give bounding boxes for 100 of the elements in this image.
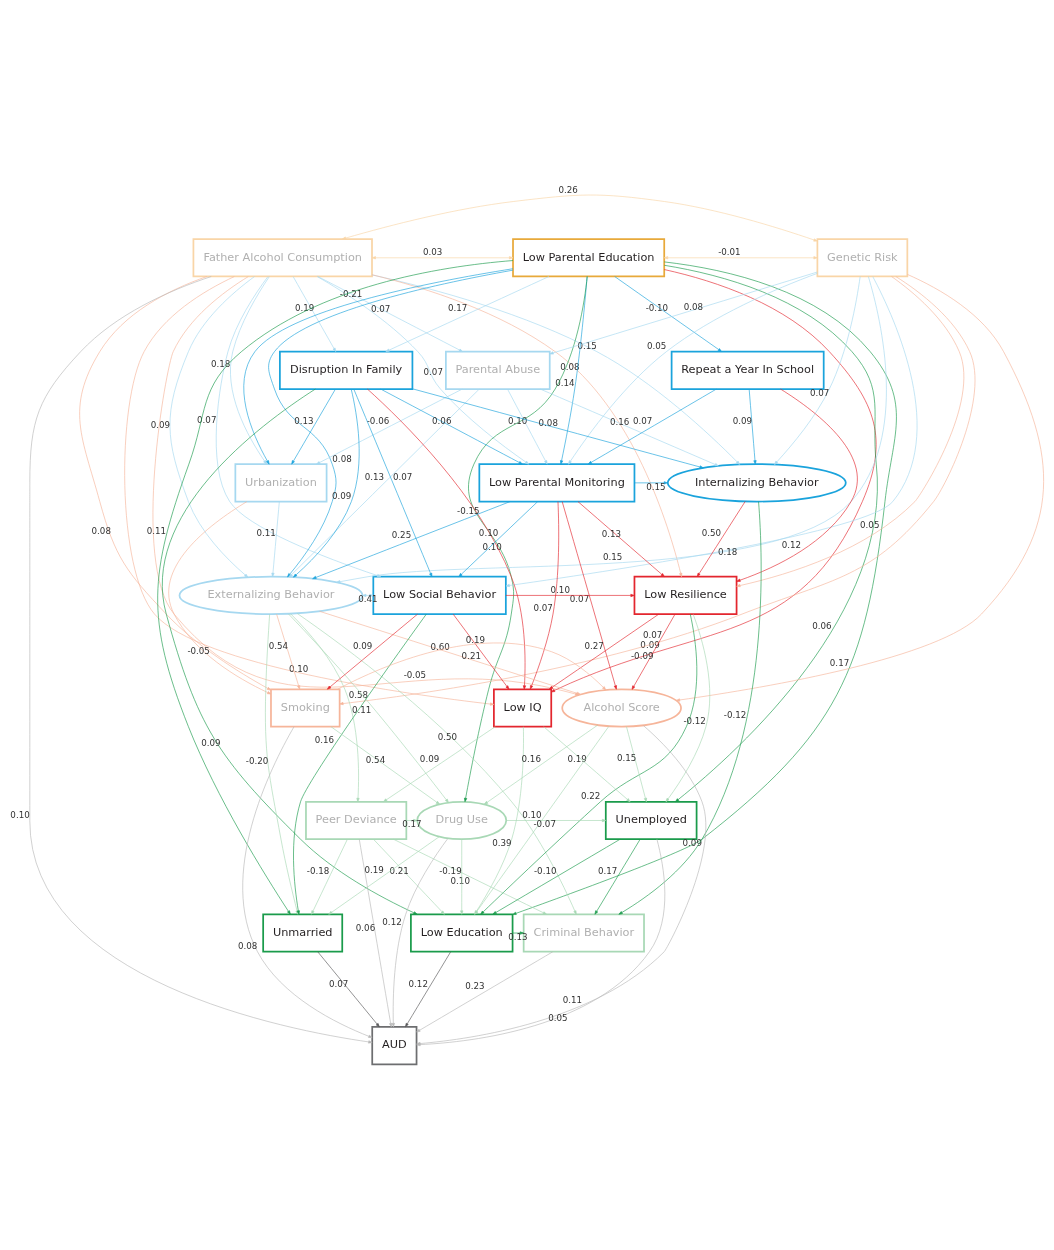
edge-label: 0.10: [288, 664, 309, 675]
arrow: [317, 276, 463, 352]
arrow: [405, 951, 451, 1028]
arrow: [634, 481, 668, 485]
arrow: [631, 613, 676, 690]
arrow: [341, 194, 818, 242]
edge-label: 0.07: [423, 366, 443, 377]
arrow: [665, 614, 711, 803]
edge-label: -0.05: [187, 646, 210, 657]
edge-label: 0.23: [465, 981, 485, 992]
arrow: [367, 388, 526, 690]
edge-label: 0.10: [478, 528, 499, 539]
edge-label: 0.07: [642, 630, 663, 641]
edge-label: 0.16: [521, 754, 541, 765]
edge-label: 0.16: [314, 734, 335, 745]
arrow: [215, 276, 382, 578]
arrow: [353, 388, 433, 577]
arrow: [271, 501, 280, 577]
arrow: [675, 274, 1044, 702]
arrow: [416, 951, 554, 1033]
node-box: AUD: [371, 1026, 418, 1066]
edge-label: 0.17: [402, 819, 422, 830]
arrow: [452, 613, 510, 690]
edge-label: 0.15: [646, 481, 666, 492]
edge-label: -0.01: [718, 247, 741, 258]
edge-label: 0.19: [364, 864, 384, 875]
arrow: [317, 951, 380, 1028]
arrow: [373, 838, 445, 915]
arrow: [371, 256, 514, 260]
edge-label: 0.21: [461, 650, 481, 661]
edge-label: 0.15: [616, 753, 637, 764]
edge-label: 0.05: [548, 1012, 568, 1023]
arrow: [587, 388, 717, 465]
edge-label: 0.09: [640, 640, 660, 651]
arrow: [568, 273, 818, 465]
edge-label: 0.03: [422, 247, 443, 258]
arrow: [492, 838, 621, 915]
arrow: [505, 593, 635, 597]
arrow: [577, 501, 665, 577]
arrow: [268, 269, 514, 578]
arrow: [561, 501, 617, 690]
arrow: [339, 276, 976, 706]
edge-label: 0.05: [646, 341, 667, 352]
arrow: [330, 726, 440, 805]
arrow: [383, 726, 496, 803]
arrow: [391, 838, 449, 1028]
arrow: [230, 276, 270, 465]
arrow: [549, 271, 818, 355]
arrow: [124, 276, 495, 706]
edge-label: 0.08: [238, 941, 258, 952]
edge-label: 0.11: [351, 704, 372, 715]
arrow: [560, 276, 588, 465]
edge-label: -0.15: [457, 506, 480, 517]
arrow: [549, 613, 660, 690]
edge-label: 0.26: [558, 184, 578, 195]
edge-label: 0.07: [809, 387, 830, 398]
edge-label: 0.08: [560, 362, 580, 373]
edge-label: 0.54: [365, 754, 386, 765]
arrow: [614, 276, 722, 352]
edge-label: 0.27: [584, 641, 604, 652]
arrow: [328, 836, 440, 915]
edge-label: 0.10: [10, 810, 30, 821]
edge-label: 0.10: [522, 809, 542, 820]
arrow: [464, 276, 588, 803]
edge-label: 0.06: [355, 922, 376, 933]
arrow: [551, 269, 877, 693]
edge-label: 0.10: [450, 875, 470, 886]
edge-label: 0.07: [569, 594, 590, 605]
arrow: [507, 388, 548, 465]
edge-label: 0.06: [812, 620, 832, 631]
edge-label: 0.07: [392, 472, 413, 483]
edge-label: 0.08: [91, 526, 111, 537]
edge-label: 0.19: [465, 634, 486, 645]
arrow: [736, 276, 965, 588]
edge-label: 0.13: [601, 528, 622, 539]
edge-label: 0.08: [332, 453, 352, 464]
edge-label: 0.09: [150, 420, 170, 431]
arrow: [460, 838, 464, 915]
edge-label: 0.19: [294, 303, 315, 314]
edge-label: 0.19: [567, 753, 587, 764]
arrow: [480, 613, 698, 915]
edge-label: 0.25: [391, 529, 412, 540]
edge-label: 0.21: [389, 866, 409, 877]
edge-label: -0.21: [339, 289, 363, 300]
arrow: [288, 613, 449, 803]
arrow: [506, 818, 607, 823]
arrow: [288, 388, 480, 578]
node-box: Low IQ: [493, 688, 553, 728]
arrow: [505, 276, 918, 587]
arrow: [291, 388, 336, 465]
arrow: [168, 501, 272, 695]
arrow: [242, 726, 373, 1038]
edge-label: 0.11: [256, 528, 276, 539]
edge-label: 0.12: [382, 917, 402, 928]
arrow: [337, 642, 607, 691]
edge-label: 0.09: [201, 738, 221, 749]
arrow: [626, 726, 647, 802]
arrow: [327, 613, 418, 690]
edge-label: 0.58: [348, 689, 369, 700]
edge-label: 0.06: [432, 416, 452, 426]
